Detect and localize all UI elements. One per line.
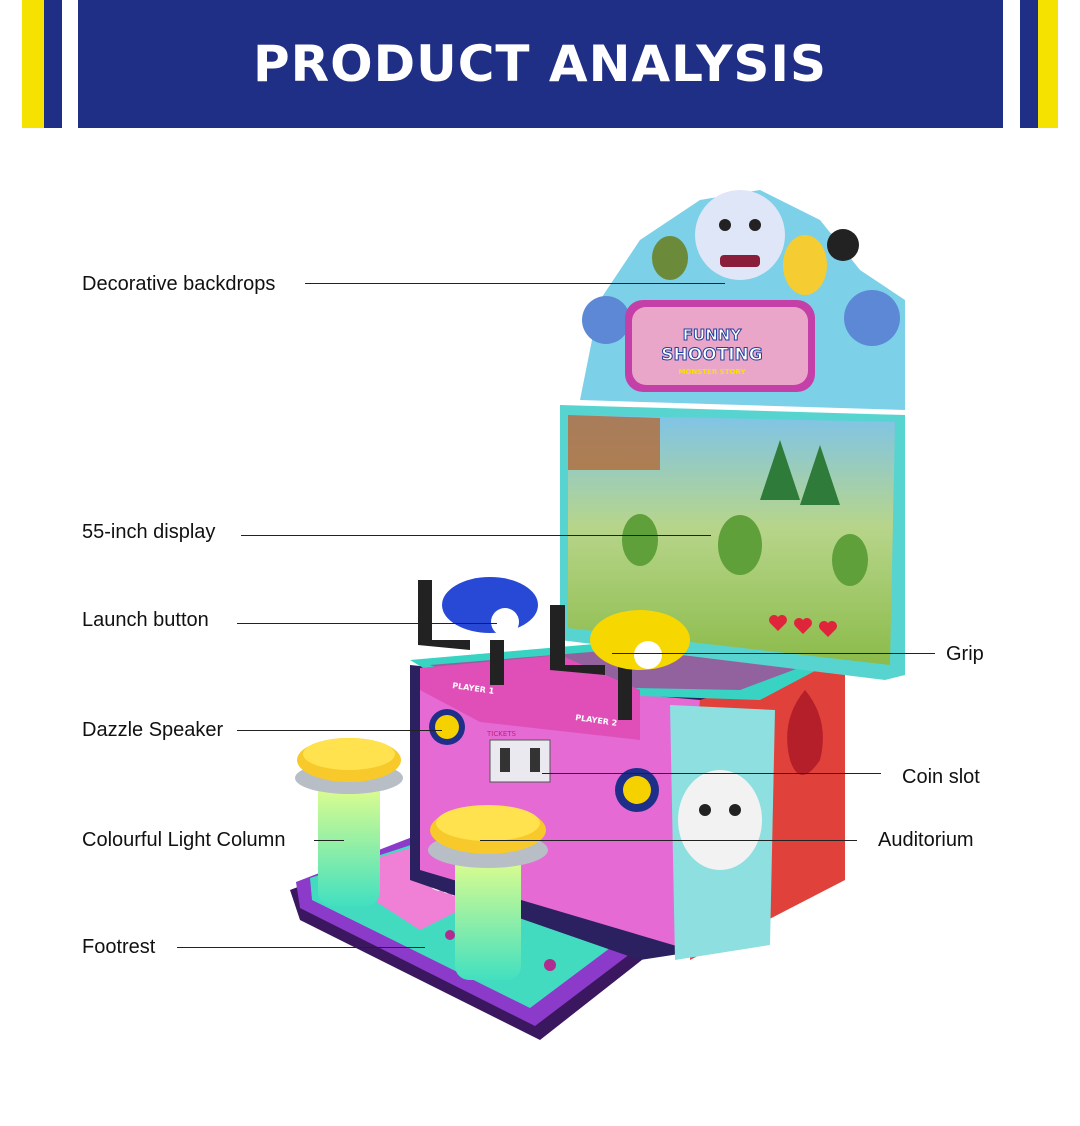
coin-slot: TICKETS: [486, 730, 551, 783]
dazzle-speaker: [429, 709, 659, 812]
right-stripe-white: [1003, 0, 1020, 128]
callout-display: 55-inch display: [82, 521, 216, 543]
tickets-label: TICKETS: [486, 730, 517, 738]
leader-light-column: [314, 840, 344, 841]
callout-launch-button: Launch button: [82, 609, 209, 631]
left-stripe-yellow: [22, 0, 44, 128]
callout-decorative-backdrops: Decorative backdrops: [82, 273, 276, 295]
left-stripe-white-2: [62, 0, 78, 128]
decorative-backdrops: FUNNY SHOOTING MONSTER STORY: [580, 190, 905, 410]
left-stripe-white: [0, 0, 22, 128]
header-banner: [0, 0, 1080, 128]
logo-line-1: FUNNY: [683, 326, 743, 344]
control-panel: PLAYER 1 PLAYER 2: [420, 655, 640, 740]
callout-auditorium: Auditorium: [878, 829, 974, 851]
auditorium-side-art: [678, 690, 823, 870]
light-column-left: [295, 738, 403, 906]
launch-button-gun: [418, 577, 538, 685]
grip-gun: [550, 605, 690, 720]
callout-grip: Grip: [946, 643, 984, 665]
logo-line-3: MONSTER STORY: [678, 368, 746, 376]
leader-dazzle-speaker: [237, 730, 442, 731]
page-title: PRODUCT ANALYSIS: [252, 35, 828, 93]
leader-grip: [612, 653, 935, 654]
leader-footrest: [177, 947, 425, 948]
leader-decorative-backdrops: [305, 283, 725, 284]
logo-line-2: SHOOTING: [661, 345, 762, 365]
leader-coin-slot: [542, 773, 881, 774]
right-stripe-yellow: [1038, 0, 1058, 128]
light-column-right: [428, 805, 548, 980]
right-stripe-white-2: [1058, 0, 1080, 128]
leader-display: [241, 535, 711, 536]
leader-auditorium: [480, 840, 857, 841]
callout-light-column: Colourful Light Column: [82, 829, 286, 851]
callout-footrest: Footrest: [82, 936, 156, 958]
callout-dazzle-speaker: Dazzle Speaker: [82, 719, 224, 741]
leader-launch-button: [237, 623, 497, 624]
callout-coin-slot: Coin slot: [902, 766, 980, 788]
